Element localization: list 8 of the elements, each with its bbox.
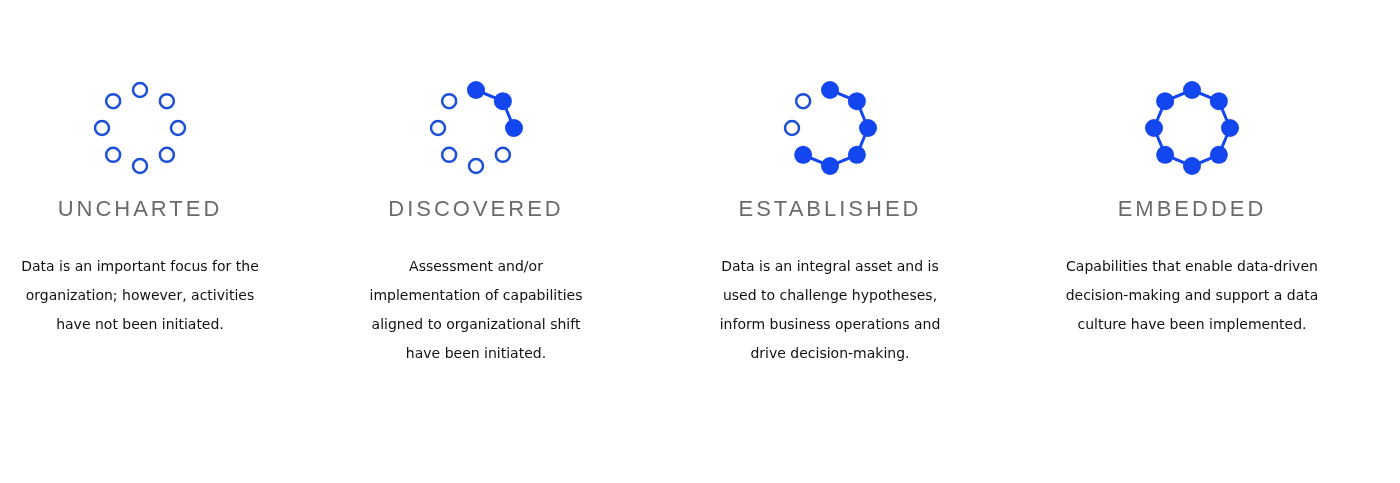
stage-heading: EMBEDDED — [1117, 196, 1267, 222]
stage-description: Capabilities that enable data-driven decision-making and support a data culture have been implemented. — [1064, 257, 1320, 334]
stage-heading: UNCHARTED — [57, 196, 223, 222]
stage-description: Data is an integral asset and is used to challenge hypotheses, inform business operations and drive decision-making. — [718, 257, 942, 363]
stage-description: Data is an important focus for the organization; however, activities have not been initiated. — [20, 257, 260, 334]
stage-description: Assessment and/or implementation of capabilities aligned to organizational shift have been initiated. — [368, 257, 584, 363]
stage-heading: DISCOVERED — [388, 196, 564, 222]
stage-heading: ESTABLISHED — [738, 196, 922, 222]
